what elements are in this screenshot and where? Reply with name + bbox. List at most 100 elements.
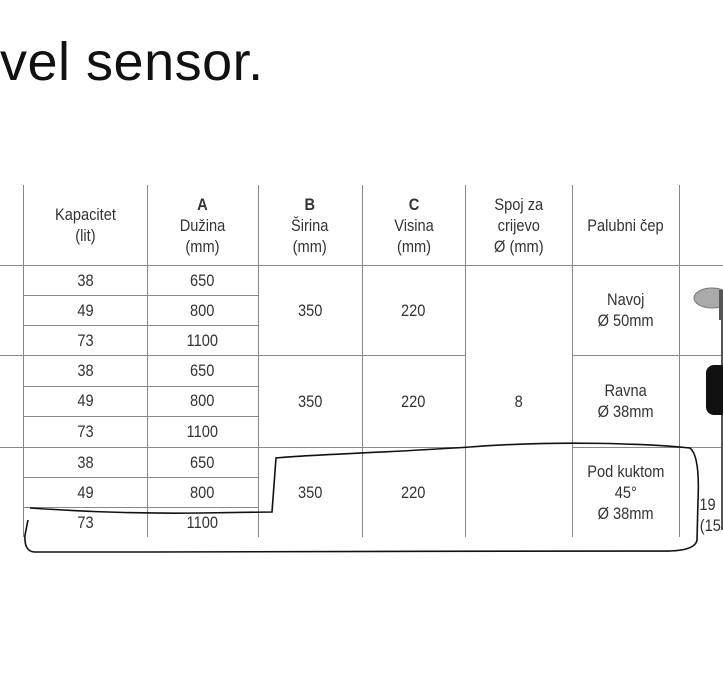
length-cell: 650 (147, 447, 258, 477)
cell-text: 38 (76, 360, 94, 380)
height-cell: 220 (362, 265, 465, 355)
column-divider (147, 185, 148, 537)
header-text: Visina (393, 215, 434, 235)
height-cell: 220 (362, 355, 465, 447)
cell-text: Ø 50mm (597, 311, 654, 330)
length-cell: 650 (147, 265, 258, 295)
capacity-cell: 38 (23, 355, 147, 386)
cell-text: 73 (76, 330, 94, 350)
header-label: Palubni čep (587, 215, 663, 236)
height-cell: 220 (362, 447, 465, 537)
column-divider (362, 185, 363, 537)
cell-text: 19 (699, 495, 716, 514)
hose-connection-cell: 8 (465, 265, 572, 537)
group-divider (0, 355, 465, 356)
deck-cap-cell: Ravna Ø 38mm (572, 355, 679, 447)
side-text: 19(15 (698, 490, 723, 540)
length-cell: 1100 (147, 325, 258, 355)
cell-text: Ø 38mm (597, 503, 654, 523)
cell-text: 49 (76, 391, 94, 411)
capacity-cell: 73 (23, 325, 147, 355)
row-divider (23, 295, 258, 296)
hand-drawn-outline (24, 442, 700, 554)
cell-text: 350 (297, 482, 323, 502)
cell-text: 800 (190, 482, 215, 502)
sensor-image (693, 287, 723, 530)
cell-text: 650 (190, 452, 215, 472)
row-divider (23, 507, 258, 508)
cell-text: 800 (190, 391, 215, 411)
row-divider (23, 416, 258, 418)
cell-text: 350 (297, 391, 323, 411)
cell-text: 49 (76, 300, 94, 320)
header-text: (mm) (185, 236, 220, 256)
header-text: Palubni čep (587, 215, 664, 235)
header-text: B (304, 194, 316, 214)
header-text: (lit) (74, 226, 96, 245)
cell-text: 650 (190, 360, 215, 380)
cell-text: 220 (401, 391, 426, 411)
header-label: Kapacitet (lit) (55, 204, 116, 246)
cell-text: 45° (614, 482, 637, 502)
length-cell: 800 (147, 386, 258, 417)
width-cell: 350 (258, 265, 362, 355)
length-cell: 1100 (147, 507, 258, 537)
header-text: Kapacitet (54, 205, 116, 224)
cell-text: 800 (190, 300, 215, 320)
length-cell: 650 (147, 355, 258, 386)
row-divider (23, 477, 258, 478)
width-cell: 350 (258, 355, 362, 447)
cell-text: 1100 (186, 422, 219, 442)
cell-text: 8 (514, 391, 523, 411)
cell-text: 73 (76, 422, 94, 442)
header-text: Ø (mm) (493, 236, 544, 256)
cell-text: 73 (76, 512, 94, 532)
column-divider (465, 185, 466, 537)
length-cell: 1100 (147, 416, 258, 447)
cell-text: 1100 (186, 330, 219, 350)
header-text: (mm) (396, 236, 431, 256)
table-header-cell: Palubni čep (572, 185, 679, 265)
capacity-cell: 38 (23, 265, 147, 295)
cell-text: Ø 38mm (597, 402, 654, 421)
column-divider (572, 185, 573, 537)
group-divider (0, 265, 723, 266)
header-text: A (197, 194, 208, 214)
header-text: (mm) (292, 236, 328, 256)
header-text: C (408, 194, 419, 214)
group-divider (572, 447, 723, 448)
cell-text: (15 (699, 516, 721, 535)
cell-text: Pod kuktom (586, 461, 665, 481)
cell-text: 38 (76, 270, 94, 290)
column-divider (258, 185, 259, 537)
column-divider (23, 185, 24, 537)
header-text: Širina (291, 215, 329, 235)
cell-text: 1100 (186, 512, 219, 532)
page-title: vel sensor. (0, 32, 264, 92)
row-divider (23, 385, 258, 387)
cell-text: 49 (76, 482, 94, 502)
group-divider (0, 447, 465, 448)
header-text: Spoj za (494, 194, 543, 214)
header-text: Dužina (179, 215, 226, 235)
capacity-cell: 49 (23, 386, 147, 417)
capacity-cell: 49 (23, 477, 147, 507)
length-cell: 800 (147, 295, 258, 325)
width-cell: 350 (258, 447, 362, 537)
cell-text: 220 (401, 300, 426, 320)
cell-text: Ravna (604, 381, 647, 400)
header-text: crijevo (497, 215, 540, 235)
length-cell: 800 (147, 477, 258, 507)
column-divider (679, 185, 680, 537)
